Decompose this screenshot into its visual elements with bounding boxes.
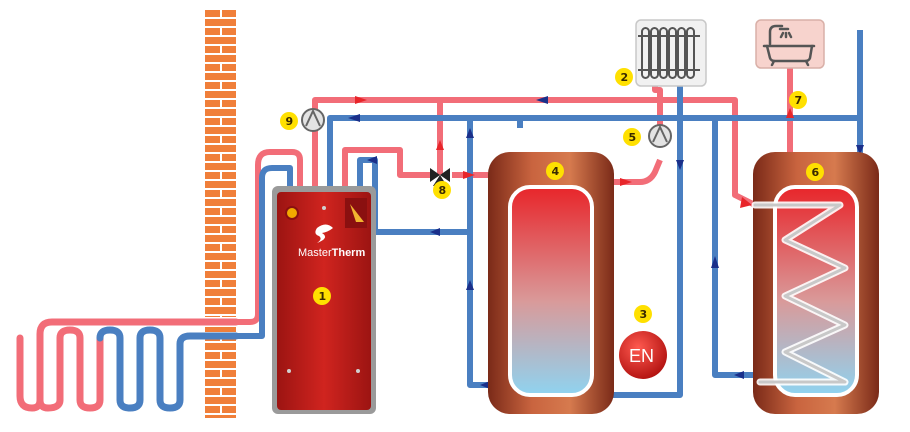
svg-text:2: 2 bbox=[621, 71, 629, 84]
marker-8: 8 bbox=[433, 181, 451, 199]
marker-4: 4 bbox=[546, 162, 564, 180]
expansion-vessel-label: EN bbox=[629, 346, 654, 366]
mastertherm-logo-icon bbox=[315, 224, 333, 243]
marker-9: 9 bbox=[280, 112, 298, 130]
svg-text:MasterTherm: MasterTherm bbox=[298, 247, 365, 259]
brick-wall-icon bbox=[204, 8, 236, 418]
buffer-tank bbox=[488, 152, 614, 414]
expansion-vessel: EN bbox=[619, 331, 667, 379]
pump-icon bbox=[301, 108, 325, 132]
brand-name-prefix: Master bbox=[298, 247, 332, 259]
bathtub-shower-icon bbox=[755, 19, 825, 69]
marker-7: 7 bbox=[789, 91, 807, 109]
marker-1: 1 bbox=[313, 287, 331, 305]
svg-text:6: 6 bbox=[812, 166, 820, 179]
radiator-icon bbox=[635, 19, 707, 87]
flow-arrows bbox=[348, 96, 864, 389]
svg-text:1: 1 bbox=[319, 290, 327, 303]
brand-name-suffix: Therm bbox=[332, 247, 366, 259]
marker-3: 3 bbox=[634, 305, 652, 323]
underfloor-heating-icon bbox=[15, 317, 241, 413]
marker-5: 5 bbox=[623, 128, 641, 146]
marker-2: 2 bbox=[615, 68, 633, 86]
svg-text:7: 7 bbox=[795, 94, 803, 107]
svg-text:8: 8 bbox=[439, 184, 447, 197]
svg-text:4: 4 bbox=[552, 165, 560, 178]
pump-icon bbox=[648, 124, 672, 148]
svg-text:3: 3 bbox=[640, 308, 648, 321]
hot-water-tank bbox=[751, 152, 879, 414]
svg-text:5: 5 bbox=[629, 131, 637, 144]
marker-6: 6 bbox=[806, 163, 824, 181]
svg-text:9: 9 bbox=[286, 115, 294, 128]
